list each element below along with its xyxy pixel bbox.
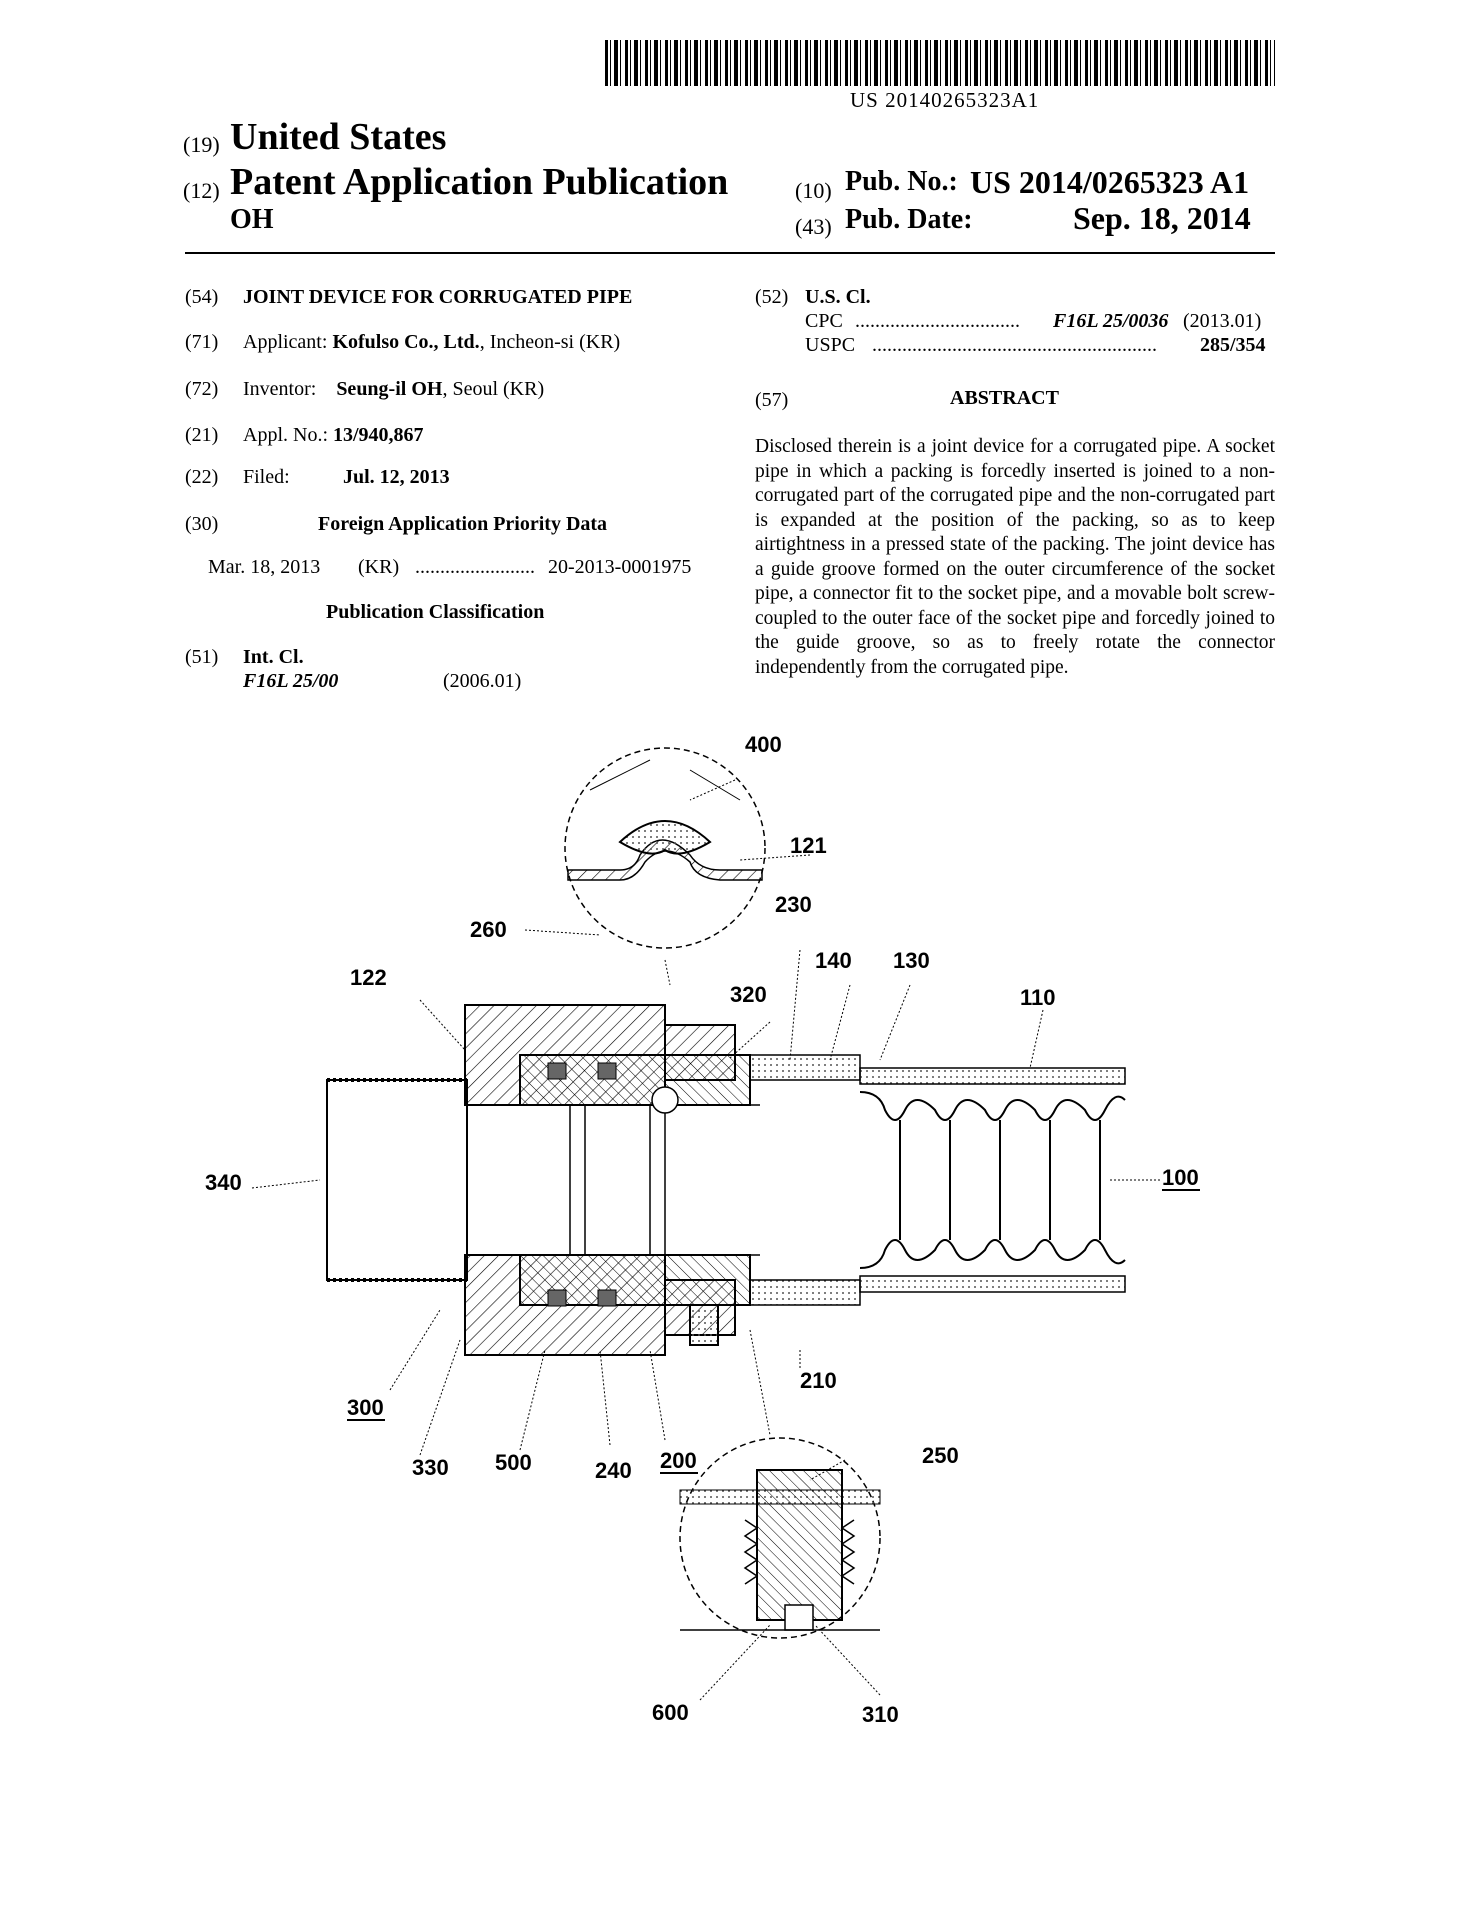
intcl-code: (51) [185,646,219,668]
abstract-text: Disclosed therein is a joint device for … [755,436,1275,678]
detail-circle-top [564,747,766,949]
pubdate-value: Sep. 18, 2014 [1073,200,1251,236]
pubclass-heading: Publication Classification [326,601,545,623]
intcl-class: F16L 25/00 [243,670,339,692]
pubdate-label: Pub. Date: [845,204,973,235]
uspc-dots: ........................................… [872,334,1157,356]
cpc-dots: ................................. [855,310,1020,332]
uscl-code: (52) [755,286,789,308]
country-code: (19) [183,132,220,157]
applicant-code: (71) [185,331,219,353]
pubno-value: US 2014/0265323 A1 [970,164,1250,200]
barcode-number: US 20140265323A1 [850,88,1040,112]
pubdate-code: (43) [795,214,832,239]
ref-210: 210 [800,1368,837,1393]
ref-330: 330 [412,1455,449,1480]
foreign-heading: Foreign Application Priority Data [318,513,608,535]
cpc-class: F16L 25/0036 [1053,310,1169,332]
priority-date: Mar. 18, 2013 [208,556,321,578]
invention-title: JOINT DEVICE FOR CORRUGATED PIPE [243,286,633,308]
publication-type: Patent Application Publication [230,161,729,203]
ref-240: 240 [595,1458,632,1483]
ref-230: 230 [775,892,812,917]
cpc-year: (2013.01) [1183,310,1262,332]
uspc-value: 285/354 [1200,334,1266,356]
applicant-line: Applicant: Kofulso Co., Ltd., Incheon-si… [243,331,621,353]
ref-250: 250 [922,1443,959,1468]
type-code: (12) [183,178,220,203]
ref-140: 140 [815,948,852,973]
filed-value: Jul. 12, 2013 [343,466,450,488]
cpc-label: CPC [805,310,843,332]
ref-340: 340 [205,1170,242,1195]
priority-number: 20-2013-0001975 [548,556,692,578]
uscl-label: U.S. Cl. [805,286,871,308]
barcode [605,40,1275,86]
inventor-code: (72) [185,378,219,400]
ref-200: 200 [660,1448,697,1473]
ref-500: 500 [495,1450,532,1475]
abstract-heading: ABSTRACT [950,387,1059,409]
ref-310: 310 [862,1702,899,1727]
uspc-label: USPC [805,334,856,356]
ref-300: 300 [347,1395,384,1420]
priority-dots: ........................ [415,556,535,578]
inventor-line: Inventor: Seung-il OH, Seoul (KR) [243,378,545,400]
appl-code: (21) [185,424,219,446]
filed-code: (22) [185,466,219,488]
ref-121: 121 [790,833,827,858]
ref-122: 122 [350,965,387,990]
ref-400: 400 [745,732,782,757]
intcl-year: (2006.01) [443,670,522,692]
priority-country: (KR) [358,556,400,578]
abstract-code: (57) [755,389,789,411]
pubno-code: (10) [795,178,832,203]
title-code: (54) [185,286,219,308]
detail-circle-bottom [679,1437,881,1639]
inventor-surname: OH [230,204,274,235]
intcl-label: Int. Cl. [243,646,304,668]
leader-lines [251,779,1160,1701]
filed-label: Filed: [243,466,290,488]
header-rule [185,252,1275,254]
foreign-code: (30) [185,513,219,535]
ref-110: 110 [1020,985,1056,1010]
country: United States [230,116,447,158]
ref-100: 100 [1162,1165,1199,1190]
ref-600: 600 [652,1700,689,1725]
ref-260: 260 [470,917,507,942]
appl-line: Appl. No.: 13/940,867 [243,424,424,446]
joint-assembly [326,1004,1126,1356]
ref-130: 130 [893,948,930,973]
ref-320: 320 [730,982,767,1007]
pubno-label: Pub. No.: [845,166,958,197]
